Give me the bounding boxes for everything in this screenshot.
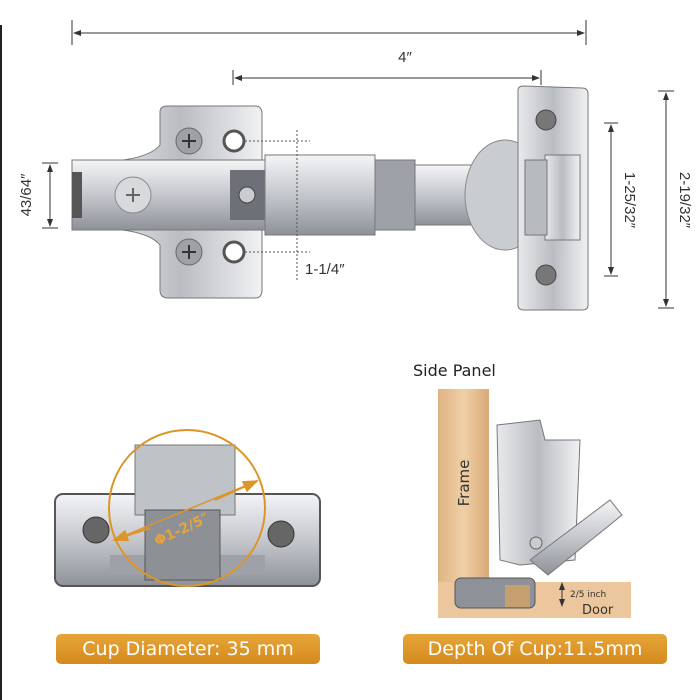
side-panel-title: Side Panel xyxy=(413,361,496,380)
door-label: Door xyxy=(582,603,614,618)
door-thickness-label: 2/5 inch xyxy=(570,590,606,600)
arm-length-dimension: 4″ xyxy=(232,49,542,85)
plate-height-dimension: 43/64″ xyxy=(18,162,58,229)
cup-plate-height-dimension: 2-19/32″ xyxy=(658,90,693,309)
cup-depth-caption: Depth Of Cup:11.5mm xyxy=(403,634,667,664)
frame-label: Frame xyxy=(455,460,473,507)
cup-diameter-caption: Cup Diameter: 35 mm xyxy=(56,634,320,664)
side-view-diagram xyxy=(438,389,631,618)
cup-plate-inner-label: 1-25/32″ xyxy=(621,172,638,229)
arm-length-label: 4″ xyxy=(398,49,412,66)
overall-length-dimension xyxy=(71,20,587,45)
cup-plate-inner-dimension: 1-25/32″ xyxy=(604,122,638,277)
hinge-cup-view xyxy=(54,429,321,587)
frame-panel xyxy=(438,389,489,584)
cup-diameter-circle xyxy=(108,429,266,587)
plate-height-label: 43/64″ xyxy=(18,173,35,217)
hole-spacing-label: 1-1/4″ xyxy=(305,261,345,278)
hinge-top-view xyxy=(71,85,589,311)
cup-plate-height-label: 2-19/32″ xyxy=(676,172,693,229)
